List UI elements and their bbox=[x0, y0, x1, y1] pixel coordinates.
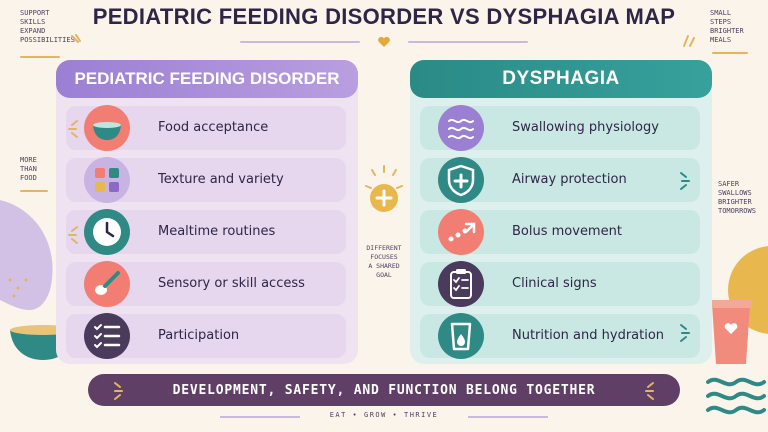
plus-icon bbox=[365, 165, 403, 212]
note-safer-swallows: Safer swallows brighter tomorrows bbox=[718, 180, 756, 215]
item-label: Participation bbox=[158, 328, 240, 343]
waves-icon bbox=[438, 105, 484, 151]
dysphagia-panel: DYSPHAGIA Swallowing physiology Airway p… bbox=[410, 60, 712, 364]
item-label: Nutrition and hydration bbox=[512, 328, 665, 343]
list-item-airway-protection: Airway protection bbox=[420, 157, 700, 203]
page-title: PEDIATRIC FEEDING DISORDER VS DYSPHAGIA … bbox=[92, 4, 676, 29]
title-rule-left bbox=[240, 41, 360, 43]
list-item-nutrition-hydration: Nutrition and hydration bbox=[420, 313, 700, 359]
sparkle-icon bbox=[71, 34, 81, 43]
list-item-bolus-movement: Bolus movement bbox=[420, 209, 700, 255]
banner-text: DEVELOPMENT, SAFETY, AND FUNCTION BELONG… bbox=[172, 382, 596, 398]
list-item-sensory-skill: Sensory or skill access bbox=[66, 261, 346, 307]
note-rule bbox=[20, 56, 60, 58]
item-label: Sensory or skill access bbox=[158, 276, 305, 291]
list-item-clinical-signs: Clinical signs bbox=[420, 261, 700, 307]
list-item-participation: Participation bbox=[66, 313, 346, 359]
checklist-icon bbox=[84, 313, 130, 359]
panel-header-dysphagia: DYSPHAGIA bbox=[410, 60, 712, 98]
pediatric-feeding-disorder-panel: PEDIATRIC FEEDING DISORDER Food acceptan… bbox=[56, 60, 358, 364]
list-item-swallowing-physiology: Swallowing physiology bbox=[420, 105, 700, 151]
note-support-skills: Support skills expand possibilities bbox=[20, 9, 75, 44]
sparkle-icon bbox=[683, 35, 695, 47]
accent-ticks-icon bbox=[680, 172, 690, 190]
item-label: Bolus movement bbox=[512, 224, 622, 239]
tagline-rule-right bbox=[468, 416, 548, 418]
item-label: Texture and variety bbox=[158, 172, 284, 187]
accent-ticks-icon bbox=[68, 120, 78, 138]
item-label: Mealtime routines bbox=[158, 224, 276, 239]
item-label: Food acceptance bbox=[158, 120, 269, 135]
shared-goal-text: DIFFERENT FOCUSES A SHARED GOAL bbox=[366, 244, 402, 279]
center-connector: DIFFERENT FOCUSES A SHARED GOAL bbox=[358, 150, 410, 300]
list-item-food-acceptance: Food acceptance bbox=[66, 105, 346, 151]
note-rule bbox=[712, 52, 748, 54]
clipboard-icon bbox=[438, 261, 484, 307]
accent-ticks-icon bbox=[680, 324, 690, 342]
banner-spark-icon bbox=[645, 382, 654, 400]
heart-icon bbox=[378, 36, 390, 47]
bottom-banner: DEVELOPMENT, SAFETY, AND FUNCTION BELONG… bbox=[88, 374, 680, 406]
note-more-than-food: More than food bbox=[20, 156, 37, 182]
item-label: Airway protection bbox=[512, 172, 627, 187]
item-label: Swallowing physiology bbox=[512, 120, 659, 135]
decorative-blob-icon bbox=[0, 200, 53, 310]
clock-icon bbox=[84, 209, 130, 255]
banner-spark-icon bbox=[114, 382, 123, 400]
spoon-icon bbox=[84, 261, 130, 307]
tagline-rule-left bbox=[220, 416, 300, 418]
note-small-steps: Small steps brighter meals bbox=[710, 9, 744, 44]
tagline: EAT • GROW • THRIVE bbox=[329, 411, 439, 419]
bolus-arrow-icon bbox=[438, 209, 484, 255]
bowl-icon bbox=[84, 105, 130, 151]
waves-decoration-icon bbox=[706, 377, 766, 415]
list-item-mealtime-routines: Mealtime routines bbox=[66, 209, 346, 255]
panel-header-pfd: PEDIATRIC FEEDING DISORDER bbox=[56, 60, 358, 98]
note-rule bbox=[20, 190, 48, 192]
title-rule-right bbox=[408, 41, 528, 43]
food-texture-grid-icon bbox=[84, 157, 130, 203]
accent-ticks-icon bbox=[68, 226, 78, 244]
glass-decoration-icon bbox=[710, 300, 752, 364]
water-glass-icon bbox=[438, 313, 484, 359]
item-label: Clinical signs bbox=[512, 276, 597, 291]
shield-plus-icon bbox=[438, 157, 484, 203]
list-item-texture-variety: Texture and variety bbox=[66, 157, 346, 203]
